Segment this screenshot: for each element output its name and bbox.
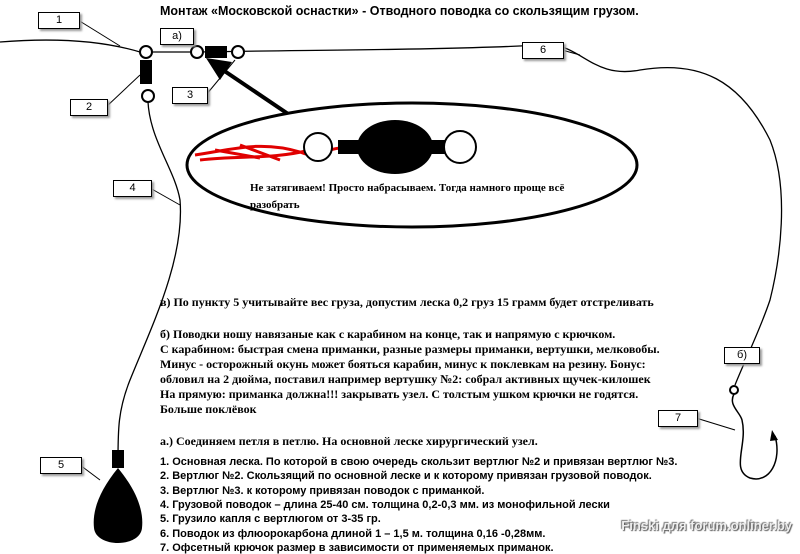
legend-item: 6. Поводок из флюорокарбона длиной 1 – 1… — [160, 527, 546, 540]
knot-loop — [194, 143, 341, 162]
legend-item: 7. Офсетный крючок размер в зависимости … — [160, 541, 554, 554]
label-leader-line — [105, 74, 141, 108]
note-a: а.) Соединяем петля в петлю. На основной… — [160, 434, 538, 448]
note-b-line: обловил на 2 дюйма, поставил например ве… — [160, 372, 651, 386]
label-leader-line — [77, 19, 121, 47]
page-title: Монтаж «Московской оснастки» - Отводного… — [160, 4, 639, 18]
sinker — [93, 468, 143, 543]
label-a: а) — [160, 28, 194, 45]
legend-item: 5. Грузило капля с вертлюгом от 3-35 гр. — [160, 513, 381, 526]
hook-eye — [729, 385, 739, 395]
note-b-line: б) Поводки ношу навязаные как с карабино… — [160, 327, 616, 341]
label-leader-line — [695, 417, 736, 431]
legend-item: 4. Грузовой поводок – длина 25-40 см. то… — [160, 498, 610, 511]
detail-swivel-body — [357, 120, 433, 174]
legend-item: 1. Основная леска. По которой в свою оче… — [160, 456, 678, 468]
detail-connector — [338, 140, 362, 154]
label-leader-line — [561, 49, 581, 56]
label-3: 3 — [172, 87, 208, 104]
note-b-line: С карабином: быстрая смена приманки, раз… — [160, 342, 660, 356]
swivel-2-ring-bottom — [141, 89, 155, 103]
swivel-3-ring-left — [190, 45, 204, 59]
label-1: 1 — [38, 12, 80, 29]
hook — [731, 393, 778, 480]
arrow-head — [206, 58, 232, 80]
swivel-2-body — [140, 60, 152, 84]
hook-barb — [770, 430, 778, 441]
legend-item: 3. Вертлюг №3. к которому привязан повод… — [160, 484, 485, 497]
label-6: 6 — [522, 42, 564, 59]
label-b: б) — [724, 347, 760, 364]
label-leader-line — [79, 464, 101, 481]
legend-item: 2. Вертлюг №2. Скользящий по основной ле… — [160, 470, 652, 483]
note-b-line: Больше поклёвок — [160, 402, 257, 416]
ellipse-note-line: разобрать — [250, 199, 300, 211]
note-b-line: Минус - осторожный окунь может бояться к… — [160, 357, 646, 371]
watermark: Finski для forum.onliner.by — [621, 518, 792, 533]
label-leader-line — [149, 187, 181, 206]
note-b-line: На прямую: приманка должна!!! закрывать … — [160, 387, 639, 401]
detail-ring-left — [303, 132, 333, 162]
swivel-3-ring-right — [231, 45, 245, 59]
label-4: 4 — [113, 180, 152, 197]
ellipse-note-line: Не затягиваем! Просто набрасываем. Тогда… — [250, 182, 565, 194]
detail-ring-right — [443, 130, 477, 164]
swivel-3-body — [205, 46, 227, 58]
label-5: 5 — [40, 457, 82, 474]
sinker-swivel — [112, 450, 124, 468]
label-7: 7 — [658, 410, 698, 427]
label-leader-line — [205, 59, 236, 96]
swivel-2-ring-top — [139, 45, 153, 59]
sinker-leader — [117, 101, 182, 461]
note-v: в) По пункту 5 учитывайте вес груза, доп… — [160, 295, 654, 309]
label-2: 2 — [70, 99, 108, 116]
